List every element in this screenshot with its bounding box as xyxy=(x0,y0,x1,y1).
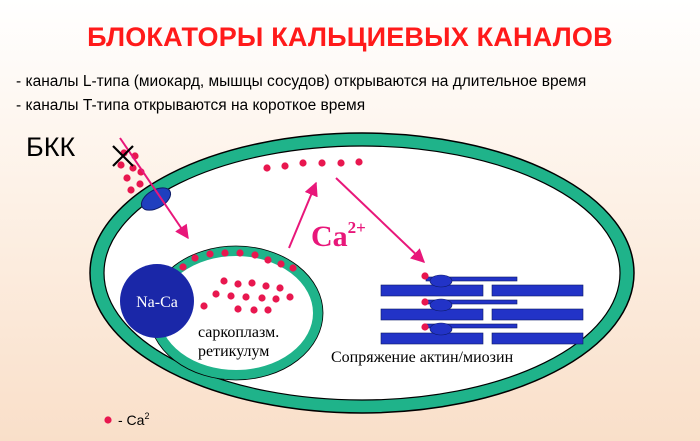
ca-label-base: Ca xyxy=(311,220,348,253)
calcium-ion xyxy=(212,290,220,298)
calcium-ion xyxy=(220,277,228,285)
calcium-ion xyxy=(123,174,131,182)
calcium-ion xyxy=(227,292,235,300)
ca-label-sup: 2+ xyxy=(348,218,366,237)
calcium-ion xyxy=(421,298,429,306)
calcium-ion xyxy=(191,254,199,262)
calcium-ion xyxy=(263,164,271,172)
calcium-ion xyxy=(129,164,137,172)
calcium-ion xyxy=(421,323,429,331)
calcium-ion xyxy=(179,263,187,271)
calcium-ion xyxy=(264,256,272,264)
sr-label-line2: ретикулум xyxy=(198,343,269,360)
calcium-ion xyxy=(221,249,229,257)
calcium-ion xyxy=(251,251,259,259)
calcium-ion xyxy=(299,159,307,167)
calcium-ion xyxy=(234,305,242,313)
arrow-to-filaments xyxy=(335,177,426,263)
calcium-ion xyxy=(117,161,125,169)
actin-myosin-label: Сопряжение актин/миозин xyxy=(331,349,514,366)
thick-filament xyxy=(380,332,484,345)
calcium-ion xyxy=(318,159,326,167)
calcium-ion xyxy=(136,180,144,188)
note-l-type: - каналы L-типа (миокард, мышцы сосудов)… xyxy=(16,73,587,90)
thick-filament xyxy=(380,308,484,321)
calcium-ion xyxy=(276,284,284,292)
ca-label: Ca2+ xyxy=(311,218,366,253)
calcium-ion xyxy=(127,186,135,194)
arrow-entry xyxy=(119,137,189,240)
myosin-head xyxy=(429,322,453,336)
calcium-ion xyxy=(250,306,258,314)
calcium-ion xyxy=(281,162,289,170)
calcium-ions xyxy=(117,149,429,331)
calcium-ion xyxy=(248,279,256,287)
legend-label: - Ca2 xyxy=(118,411,149,428)
legend-label-sup: 2 xyxy=(144,411,149,421)
thick-filament xyxy=(491,332,584,345)
calcium-ion xyxy=(206,250,214,258)
calcium-channel xyxy=(140,187,172,211)
calcium-ion xyxy=(264,306,272,314)
calcium-ion xyxy=(277,260,285,268)
calcium-ion xyxy=(258,294,266,302)
legend-ion-icon xyxy=(104,416,112,424)
arrow-release xyxy=(288,181,318,249)
na-ca-label: Na-Ca xyxy=(136,294,178,311)
bkk-label: БКК xyxy=(26,132,75,162)
calcium-ion xyxy=(289,264,297,272)
calcium-ion xyxy=(355,158,363,166)
myosin-head xyxy=(429,274,453,288)
na-ca-exchanger xyxy=(120,264,194,338)
cross-x-icon xyxy=(112,145,134,167)
calcium-ion xyxy=(234,280,242,288)
calcium-ion xyxy=(262,282,270,290)
flow-arrows xyxy=(119,137,426,263)
thick-filament xyxy=(491,308,584,321)
calcium-ion xyxy=(242,293,250,301)
sr-label-line1: саркоплазм. xyxy=(198,324,279,341)
note-t-type: - каналы T-типа открываются на короткое … xyxy=(16,97,366,114)
calcium-ion xyxy=(421,272,429,280)
calcium-ion xyxy=(200,302,208,310)
thick-filament xyxy=(380,284,484,297)
calcium-ion xyxy=(286,293,294,301)
calcium-ion xyxy=(236,249,244,257)
legend-label-text: - Ca xyxy=(118,412,145,428)
actin-myosin-filaments xyxy=(380,274,584,345)
page-title: БЛОКАТОРЫ КАЛЬЦИЕВЫХ КАНАЛОВ xyxy=(87,22,613,52)
calcium-ion xyxy=(337,159,345,167)
thick-filament xyxy=(491,284,584,297)
myosin-head xyxy=(429,298,453,312)
calcium-ion xyxy=(272,295,280,303)
